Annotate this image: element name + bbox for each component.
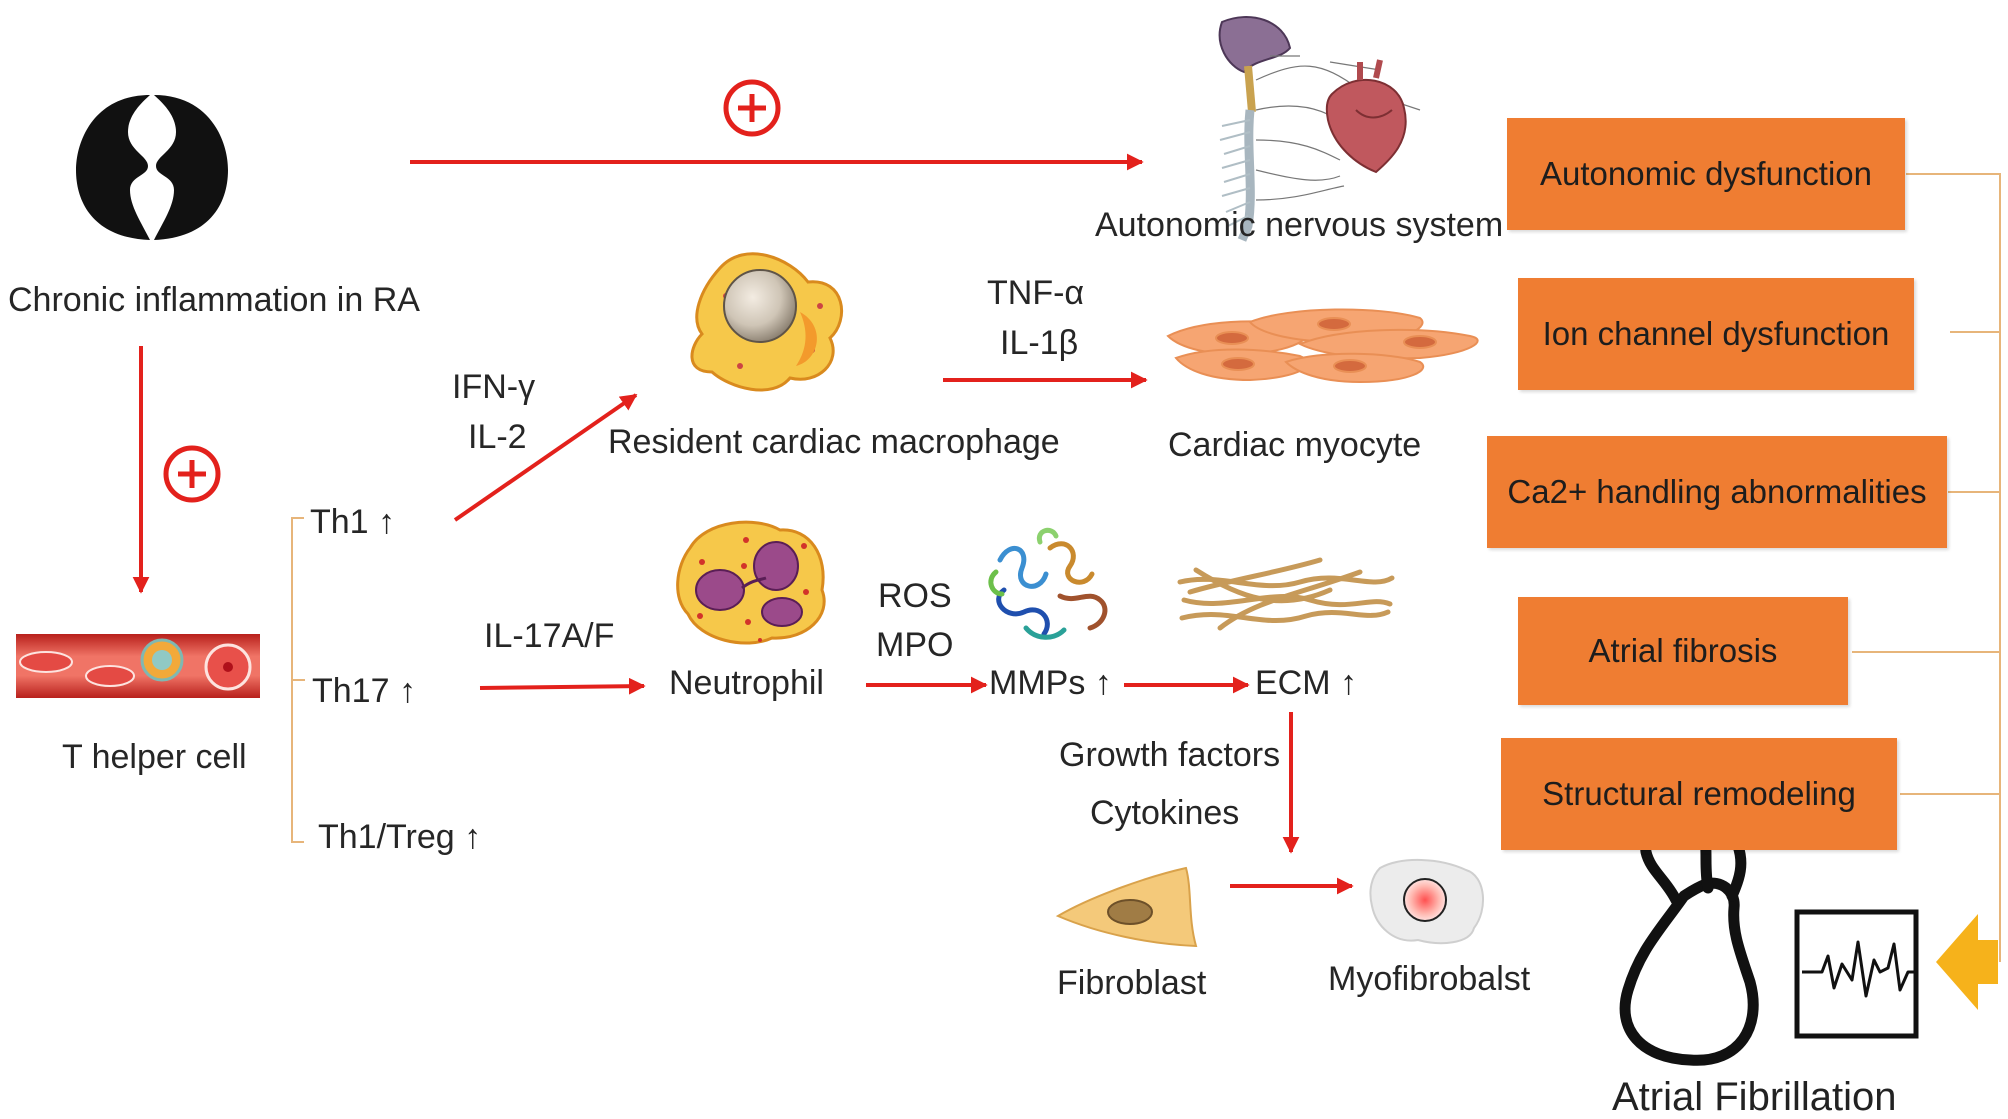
cardiac-myocyte-icon: [1166, 308, 1479, 384]
chronic-inflammation-label: Chronic inflammation in RA: [8, 281, 420, 319]
mechanism-autonomic-dysfunction: Autonomic dysfunction: [1507, 118, 1905, 230]
fibroblast-label: Fibroblast: [1057, 964, 1207, 1002]
yellow-arrow-icon: [1936, 914, 1998, 1010]
il-1b-label: IL-1β: [1000, 324, 1079, 362]
arrow-th17-to-neutrophil: [479, 677, 646, 695]
th17-label: Th17 ↑: [312, 672, 416, 710]
ans-label: Autonomic nervous system: [1095, 206, 1504, 244]
neutrophil-icon: [676, 520, 826, 645]
macrophage-label: Resident cardiac macrophage: [608, 423, 1060, 461]
blood-vessel-icon: [16, 634, 260, 698]
mmps-label: MMPs ↑: [989, 664, 1112, 702]
fibroblast-icon: [1055, 866, 1198, 948]
ecm-fibers-icon: [1177, 557, 1395, 631]
activation-plus-icon: [723, 79, 781, 137]
cardiac-myocyte-label: Cardiac myocyte: [1168, 426, 1422, 464]
myofibroblast-label: Myofibrobalst: [1328, 960, 1531, 998]
mechanism-structural-remodeling: Structural remodeling: [1501, 738, 1897, 850]
macrophage-icon: [690, 252, 844, 392]
mechanism-connector: [1852, 173, 2001, 962]
arrow-th1-to-macrophage: [453, 393, 638, 522]
th-subset-bracket: [291, 517, 305, 843]
th1-treg-label: Th1/Treg ↑: [318, 818, 482, 856]
tnf-alpha-label: TNF-α: [987, 274, 1085, 312]
myofibroblast-icon: [1369, 859, 1485, 945]
mpo-label: MPO: [876, 626, 954, 664]
growth-factors-label: Growth factors: [1059, 736, 1281, 774]
th1-label: Th1 ↑: [310, 503, 396, 541]
cytokines-label: Cytokines: [1090, 794, 1240, 832]
ecg-monitor-icon: [1794, 909, 1919, 1039]
heart-outline-icon: [1619, 826, 1759, 1066]
mmp-protein-icon: [988, 527, 1108, 640]
il-2-label: IL-2: [468, 418, 527, 456]
il-17-label: IL-17A/F: [484, 617, 615, 655]
activation-plus-icon: [163, 445, 221, 503]
neutrophil-label: Neutrophil: [669, 664, 824, 702]
mechanism-atrial-fibrosis: Atrial fibrosis: [1518, 597, 1848, 705]
ifn-gamma-label: IFN-γ: [452, 368, 536, 406]
mechanism-ion-channel-dysfunction: Ion channel dysfunction: [1518, 278, 1914, 390]
ecm-label: ECM ↑: [1255, 664, 1357, 702]
atrial-fibrillation-label: Atrial Fibrillation: [1612, 1075, 1897, 1119]
t-helper-cell-label: T helper cell: [62, 738, 247, 776]
ra-joint-icon: [76, 95, 228, 240]
nervous-system-heart-icon: [1218, 16, 1421, 242]
ros-label: ROS: [878, 577, 952, 615]
mechanism-ca-handling: Ca2+ handling abnormalities: [1487, 436, 1947, 548]
